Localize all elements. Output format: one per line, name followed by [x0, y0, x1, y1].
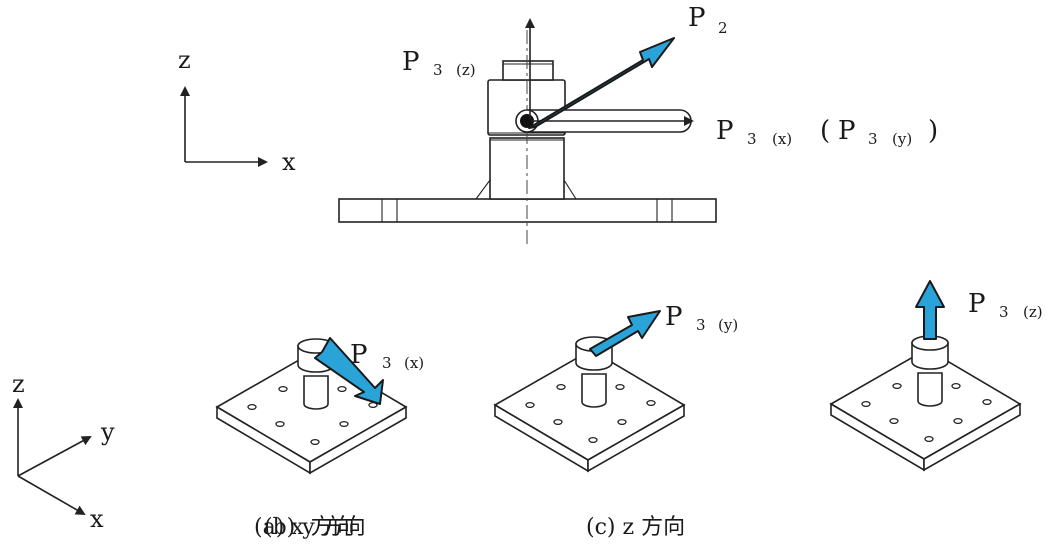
bottom-x-label: x [90, 505, 104, 533]
bottom-x-axis [17, 475, 86, 515]
svg-text:(y): (y) [718, 316, 738, 334]
p3x-force-arrow-3d [314, 337, 384, 405]
svg-text:P: P [968, 289, 986, 319]
label-p3x-panel: P 3 (x) [350, 340, 424, 372]
caption-b: (b) y 方向 [264, 515, 366, 540]
top-x-label: x [282, 148, 296, 176]
panel-x-direction: P 3 (x) (a) x 方向 [215, 337, 424, 540]
top-z-label: z [178, 46, 191, 74]
bottom-axes: z y x [12, 370, 115, 533]
svg-text:3: 3 [868, 130, 878, 148]
label-p2: P 2 [688, 3, 728, 37]
svg-text:(x): (x) [772, 130, 792, 148]
svg-text:(z): (z) [456, 61, 476, 79]
label-p3z: P 3 (z) [402, 47, 476, 79]
svg-text:P: P [716, 116, 734, 146]
svg-text:P: P [665, 302, 683, 332]
p2-force-arrow [528, 37, 675, 129]
svg-text:): ) [928, 116, 938, 146]
svg-text:3: 3 [747, 130, 757, 148]
svg-text:3: 3 [382, 354, 392, 372]
svg-text:P: P [402, 47, 420, 77]
fixture-side-view [338, 30, 717, 246]
svg-text:P: P [688, 3, 706, 33]
p3z-force-arrow-3d [915, 280, 945, 340]
svg-text:2: 2 [718, 19, 728, 37]
svg-text:3: 3 [696, 316, 706, 334]
panel-z-direction: P 3 (z) (c) z 方向 [586, 280, 1043, 540]
svg-text:P: P [838, 116, 856, 146]
label-p3x-p3y: P 3 (x) ( P 3 (y) ) [716, 116, 938, 148]
head-cap [502, 60, 554, 81]
top-axes: z x [178, 46, 296, 176]
label-p3y-panel: P 3 (y) [665, 302, 738, 334]
svg-text:3: 3 [999, 303, 1009, 321]
svg-text:3: 3 [433, 61, 443, 79]
svg-text:(y): (y) [892, 130, 912, 148]
caption-c: (c) z 方向 [586, 515, 685, 540]
svg-text:(: ( [820, 116, 830, 146]
panel-y-direction: P 3 (y) (b) y 方向 [264, 302, 738, 540]
bottom-y-label: y [100, 418, 115, 446]
svg-text:(x): (x) [404, 354, 424, 372]
caption-a: (a) x 方向 [254, 515, 355, 540]
bottom-z-label: z [12, 370, 25, 398]
p3y-force-arrow-3d [589, 310, 661, 357]
bottom-y-axis [17, 436, 92, 477]
svg-text:P: P [350, 340, 368, 370]
label-p3z-panel: P 3 (z) [968, 289, 1043, 321]
svg-text:(z): (z) [1023, 303, 1043, 321]
